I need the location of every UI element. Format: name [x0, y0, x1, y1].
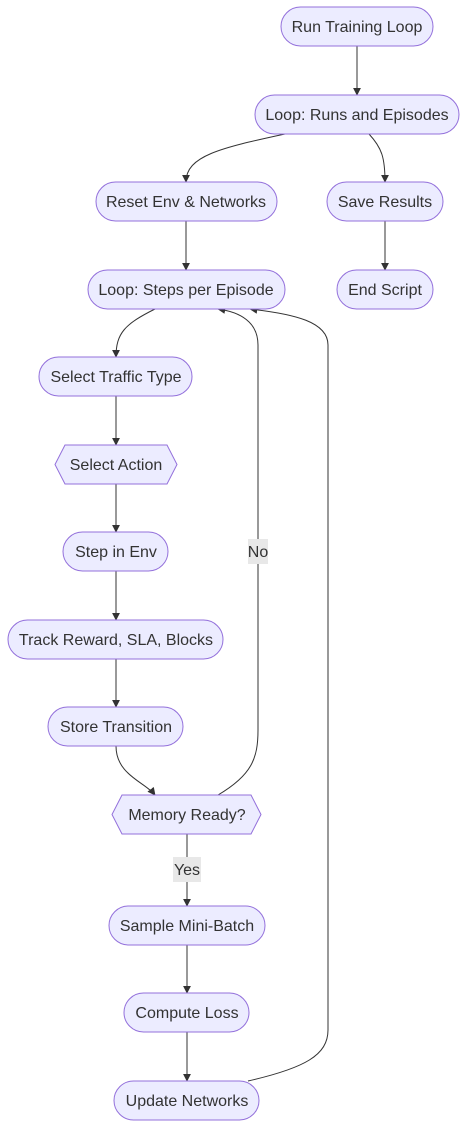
edge-label-yes: Yes [173, 857, 201, 882]
node-track-reward: Track Reward, SLA, Blocks [7, 619, 224, 660]
node-end-script-label: End Script [348, 282, 422, 299]
node-select-action: Select Action [54, 444, 178, 485]
node-loop-runs-episodes: Loop: Runs and Episodes [254, 94, 460, 135]
node-loop-steps-per-episode: Loop: Steps per Episode [87, 269, 286, 310]
node-select-action-label: Select Action [70, 457, 163, 474]
node-update-networks: Update Networks [113, 1080, 260, 1121]
edge-loop-steps-to-traffic [112, 308, 156, 358]
node-save-results-label: Save Results [338, 194, 432, 211]
edge-store-to-memory [115, 745, 156, 796]
edge-label-no-text: No [248, 544, 269, 561]
node-memory-ready: Memory Ready? [111, 794, 262, 835]
node-reset-env-networks: Reset Env & Networks [95, 181, 278, 222]
node-reset-env-networks-label: Reset Env & Networks [106, 194, 266, 211]
node-compute-loss-label: Compute Loss [135, 1005, 238, 1022]
node-sample-minibatch-label: Sample Mini-Batch [120, 918, 254, 935]
node-select-traffic-type: Select Traffic Type [38, 356, 193, 397]
node-loop-runs-episodes-label: Loop: Runs and Episodes [265, 107, 448, 124]
node-run-training-loop-label: Run Training Loop [292, 19, 423, 36]
edge-memory-no-to-loop-steps [217, 306, 259, 796]
node-select-traffic-type-label: Select Traffic Type [50, 369, 181, 386]
node-compute-loss: Compute Loss [123, 992, 250, 1033]
edge-update-to-loop-steps [247, 305, 329, 1082]
node-step-in-env: Step in Env [62, 531, 169, 572]
node-run-training-loop: Run Training Loop [280, 6, 434, 47]
node-step-in-env-label: Step in Env [75, 544, 157, 561]
node-store-transition-label: Store Transition [60, 719, 172, 736]
edge-label-yes-text: Yes [174, 862, 200, 879]
node-track-reward-label: Track Reward, SLA, Blocks [19, 632, 213, 649]
node-end-script: End Script [336, 269, 434, 310]
node-sample-minibatch: Sample Mini-Batch [108, 905, 266, 946]
node-loop-steps-per-episode-label: Loop: Steps per Episode [98, 282, 273, 299]
node-memory-ready-label: Memory Ready? [128, 807, 245, 824]
node-update-networks-label: Update Networks [126, 1093, 249, 1110]
edge-loop-runs-to-save [368, 133, 389, 183]
node-store-transition: Store Transition [47, 706, 184, 747]
edge-label-no: No [248, 539, 269, 564]
edge-loop-runs-to-reset [182, 133, 286, 183]
node-save-results: Save Results [326, 181, 444, 222]
